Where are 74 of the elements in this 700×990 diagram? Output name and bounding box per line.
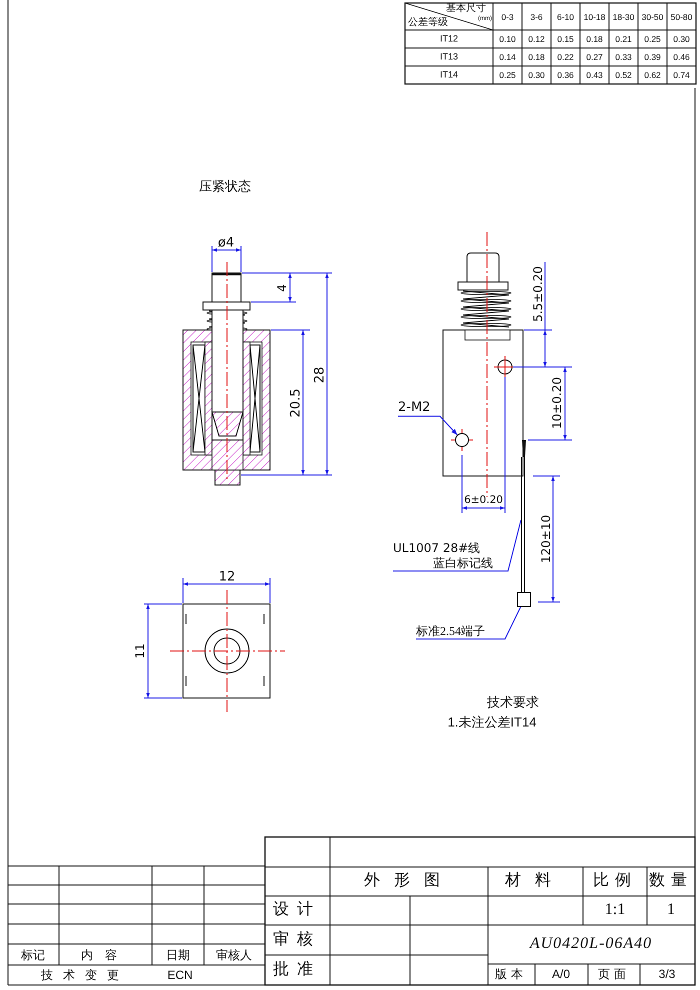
table-cell: 0.27 [586, 52, 603, 62]
table-cell: 0.46 [673, 52, 690, 62]
dimension-text: 28 [314, 366, 326, 384]
table-cell: 0.33 [615, 52, 632, 62]
table-cell: 0.62 [644, 70, 661, 80]
table-cell: 0.39 [644, 52, 661, 62]
table-cell: 0.22 [557, 52, 574, 62]
table-cell: 30-50 [642, 12, 664, 22]
table-cell: 6-10 [557, 12, 574, 22]
title-block-text: 设计 [273, 902, 321, 918]
table-cell: 0.18 [528, 52, 545, 62]
title-block-text: 1 [667, 902, 675, 918]
table-cell: 0.52 [615, 70, 632, 80]
dimension-text: ø4 [218, 236, 234, 250]
table-cell: 0.30 [673, 34, 690, 44]
title-block-text: 批准 [273, 962, 321, 978]
table-cell: 0.25 [499, 70, 516, 80]
leader-line [398, 416, 458, 436]
title-block-text: ECN [167, 969, 193, 981]
dimension-text: 10±0.20 [551, 376, 563, 430]
table-cell: 0.21 [615, 34, 632, 44]
leader-line [416, 606, 522, 640]
table-cell: IT12 [440, 34, 458, 44]
table-cell: 0.36 [557, 70, 574, 80]
dimension-text: 5.5±0.20 [532, 266, 544, 322]
table-cell: IT14 [440, 70, 458, 80]
title-block-text: 日期 [166, 949, 190, 961]
table-cell: 0-3 [501, 12, 514, 22]
table-cell: 0.30 [528, 70, 545, 80]
table-cell: 0.18 [586, 34, 603, 44]
table-cell: 10-18 [584, 12, 606, 22]
dimension-text: 120±10 [540, 514, 552, 564]
title-block-text: 技术变更 [41, 969, 129, 981]
table-cell: 0.14 [499, 52, 516, 62]
title-block-text: 外形图 [364, 873, 454, 889]
table-cell: IT13 [440, 52, 458, 62]
wire-terminal [517, 592, 531, 607]
table-cell: 0.74 [673, 70, 690, 80]
view-title: 压紧状态 [199, 180, 251, 192]
table-cell: 18-30 [612, 12, 634, 22]
title-block-text: 数量 [649, 873, 693, 889]
note-heading: 技术要求 [487, 696, 539, 708]
dimension-text: 11 [134, 643, 146, 659]
dimension-text: 20.5 [290, 388, 302, 418]
title-block-text: 版本 [495, 968, 527, 980]
note-text: 1.未注公差IT14 [448, 716, 536, 728]
table-cell: 0.25 [644, 34, 661, 44]
table-cell: 50-80 [670, 12, 692, 22]
title-block-text: 内容 [81, 949, 129, 961]
callout-text: 蓝白标记线 [432, 556, 493, 571]
title-block-text: 审核人 [216, 949, 252, 961]
title-block-text: 比例 [593, 873, 637, 889]
title-block-text: 页面 [598, 968, 630, 980]
table-cell: 0.15 [557, 34, 574, 44]
table-header-text: 公差等级 [408, 18, 448, 28]
dimension-text: 6±0.20 [464, 494, 503, 506]
table-cell: 0.12 [528, 34, 545, 44]
title-block-text: 1:1 [604, 902, 626, 918]
title-block-text: 审核 [273, 932, 321, 948]
table-cell: 3-6 [530, 12, 543, 22]
callout-text: 2-M2 [398, 400, 430, 416]
dimension-text: 4 [276, 284, 288, 292]
callout-text: 标准2.54端子 [416, 624, 485, 639]
callout-text: UL1007 28#线 [393, 541, 482, 556]
title-block-text: A/0 [552, 968, 570, 980]
drawing-number: AU0420L-06A40 [530, 936, 652, 952]
title-block-text: 材料 [505, 873, 565, 889]
title-block-text: 标记 [21, 949, 45, 961]
dimension-text: 12 [218, 570, 236, 584]
leader-line [392, 519, 522, 572]
lead-wire [521, 457, 525, 592]
title-block-text: 3/3 [658, 968, 676, 980]
table-cell: 0.10 [499, 34, 516, 44]
table-cell: 0.43 [586, 70, 603, 80]
